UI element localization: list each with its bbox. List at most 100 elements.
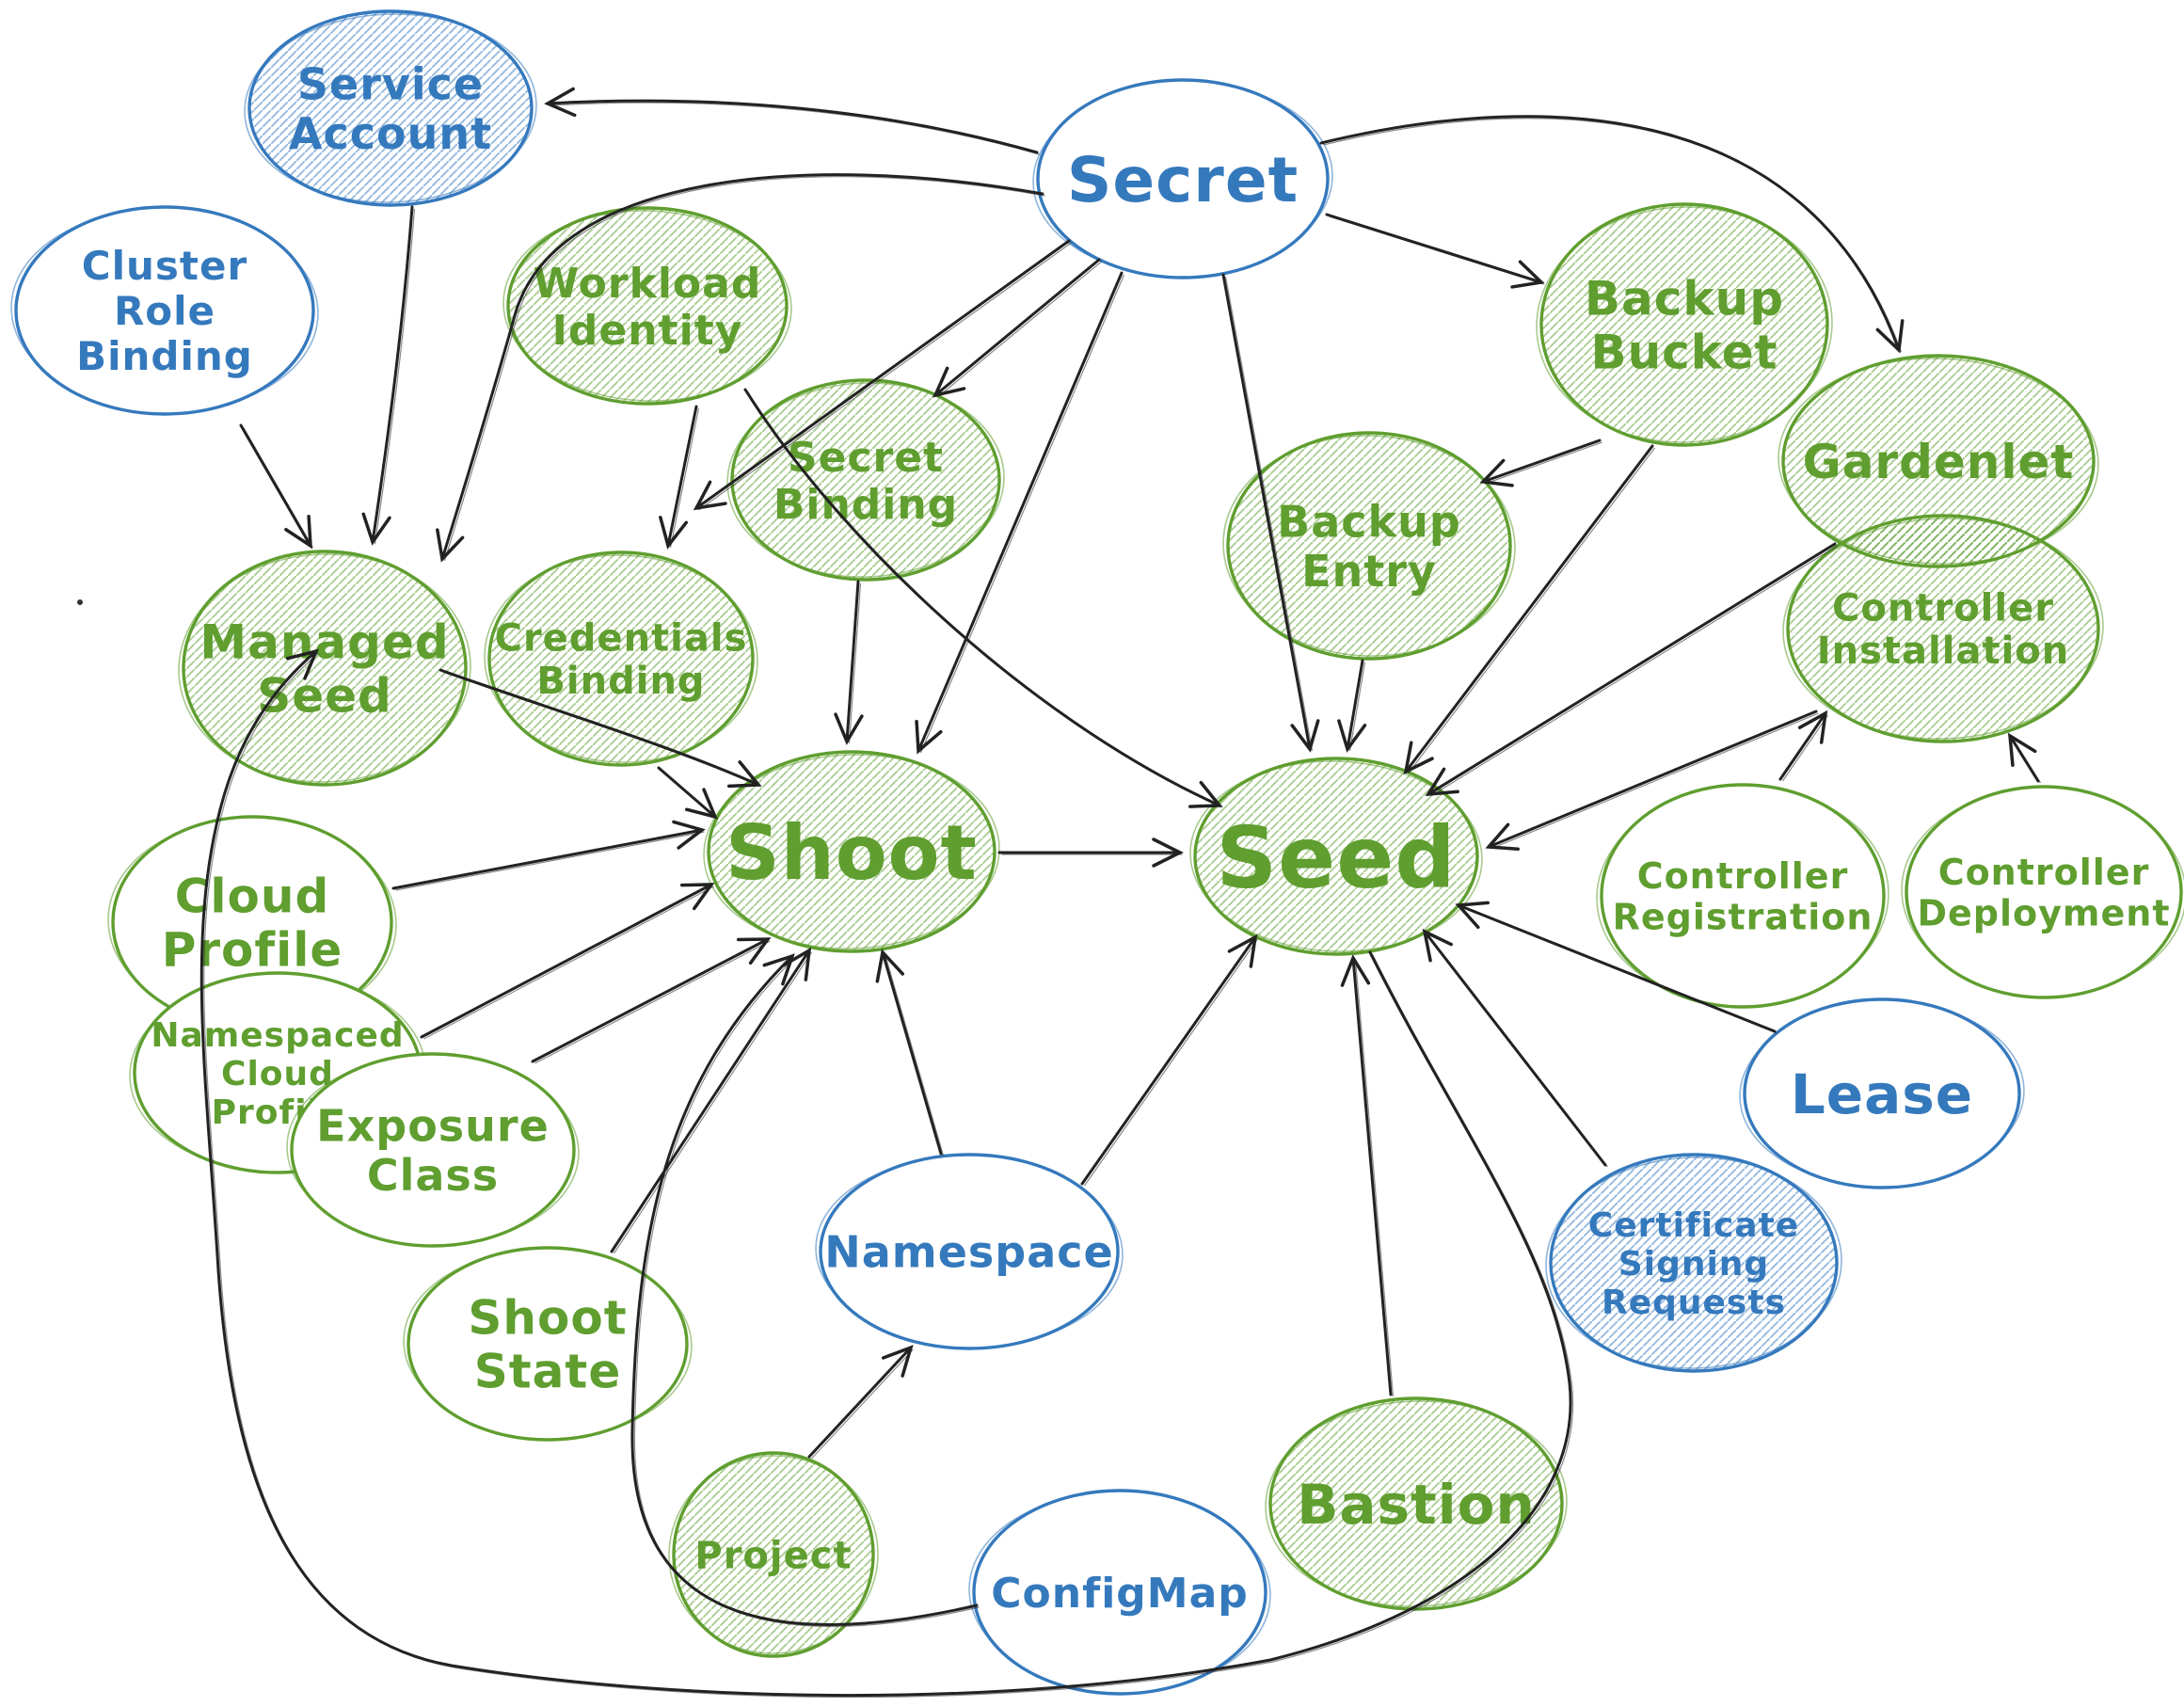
edge-namespace-to-shoot — [875, 949, 945, 1157]
edge-configmap-to-shoot — [630, 953, 980, 1627]
node-label-shoot: Shoot — [725, 809, 978, 897]
edge-managed-seed-to-shoot — [438, 668, 762, 789]
edge-lease-to-seed — [1455, 901, 1777, 1034]
arrow-gardenlet-to-seed — [1425, 542, 1837, 797]
arrow-managed-seed-to-shoot — [438, 668, 762, 789]
arrow-bastion-to-seed — [1340, 954, 1393, 1396]
edge-secret-to-backup-bucket — [1325, 213, 1545, 289]
node-ellipse-workload-identity — [506, 206, 789, 406]
edge-secret-to-managed-seed — [436, 173, 1045, 563]
edge-secret-to-service-account — [544, 87, 1040, 155]
arrow-controller-registration-to-controller-installation — [1778, 710, 1828, 781]
node-ellipse-secret — [1036, 78, 1330, 279]
node-namespace: Namespace — [815, 1153, 1124, 1350]
edge-namespaced-cloud-profile-to-shoot — [420, 883, 715, 1040]
edge-seed-to-managed-seed — [199, 648, 1574, 1699]
arrow-workload-identity-to-credentials-binding — [659, 405, 698, 550]
edge-shoot-state-to-shoot — [610, 947, 813, 1254]
arrow-project-to-namespace — [807, 1345, 914, 1459]
arrow-service-account-to-managed-seed — [361, 205, 414, 546]
arrow-workload-identity-to-seed — [743, 388, 1223, 808]
node-ellipse-lease — [1743, 997, 2021, 1189]
node-ellipse-namespace — [819, 1153, 1120, 1350]
node-ellipse-backup-bucket — [1539, 202, 1829, 447]
arrow-shoot-state-to-shoot — [610, 947, 812, 1253]
arrow-secret-to-shoot — [915, 271, 1124, 755]
arrow-secret-to-secret-binding — [932, 258, 1101, 398]
arrow-secret-to-seed — [1221, 273, 1320, 753]
node-gardenlet: Gardenlet — [1777, 354, 2099, 568]
arrow-seed-to-managed-seed — [199, 648, 1572, 1698]
edge-gardenlet-to-seed — [1425, 542, 1838, 797]
edge-backup-bucket-to-backup-entry — [1479, 439, 1602, 487]
edge-secret-to-credentials-binding — [693, 239, 1072, 511]
node-ellipse-shoot — [707, 750, 996, 953]
arrow-namespaced-cloud-profile-to-shoot — [420, 883, 715, 1039]
edge-controller-deployment-to-controller-installation — [2007, 732, 2042, 784]
node-ellipse-secret-binding — [730, 378, 1001, 582]
arrow-secret-to-managed-seed — [436, 173, 1044, 563]
edge-namespace-to-seed — [1080, 933, 1258, 1187]
edge-project-to-namespace — [807, 1345, 914, 1460]
arrow-namespace-to-shoot — [875, 949, 943, 1156]
arrow-controller-installation-to-seed — [1485, 710, 1818, 851]
edge-cloud-profile-to-shoot — [391, 820, 706, 891]
arrow-secret-to-credentials-binding — [693, 239, 1071, 511]
edge-backup-entry-to-seed — [1337, 659, 1367, 753]
node-ellipse-credentials-binding — [487, 550, 755, 767]
edge-service-account-to-managed-seed — [361, 205, 416, 546]
node-secret: Secret — [1032, 78, 1333, 279]
node-ellipse-controller-installation — [1786, 514, 2100, 743]
arrow-configmap-to-shoot — [630, 953, 979, 1626]
arrow-secret-to-backup-bucket — [1325, 213, 1545, 289]
node-label-gardenlet: Gardenlet — [1803, 435, 2075, 489]
arrow-lease-to-seed — [1455, 901, 1777, 1033]
node-label-namespace: Namespace — [824, 1227, 1113, 1278]
edge-controller-installation-to-seed — [1485, 710, 1819, 851]
node-ellipse-shoot-state — [407, 1246, 689, 1442]
node-ellipse-exposure-class — [290, 1052, 576, 1248]
node-label-secret: Secret — [1067, 144, 1299, 216]
edge-workload-identity-to-credentials-binding — [659, 405, 700, 550]
node-ellipse-configmap — [972, 1489, 1267, 1696]
node-ellipse-cluster-role-binding — [14, 205, 315, 416]
arrow-secret-binding-to-shoot — [834, 580, 864, 745]
arrow-controller-deployment-to-controller-installation — [2007, 732, 2040, 783]
node-label-seed: Seed — [1216, 808, 1456, 907]
edge-bastion-to-seed — [1340, 954, 1395, 1397]
edge-secret-to-seed — [1221, 273, 1320, 753]
arrow-namespace-to-seed — [1080, 933, 1258, 1186]
edge-secret-to-gardenlet — [1319, 115, 1905, 354]
edge-certificate-signing-requests-to-seed — [1422, 928, 1608, 1168]
arrow-backup-bucket-to-seed — [1403, 444, 1654, 775]
arrow-secret-to-service-account — [544, 87, 1039, 154]
node-ellipse-certificate-signing-requests — [1549, 1153, 1839, 1373]
node-ellipse-service-account — [247, 9, 534, 207]
edge-secret-binding-to-shoot — [834, 580, 864, 745]
node-bastion: Bastion — [1265, 1396, 1568, 1611]
node-label-project: Project — [694, 1534, 852, 1577]
